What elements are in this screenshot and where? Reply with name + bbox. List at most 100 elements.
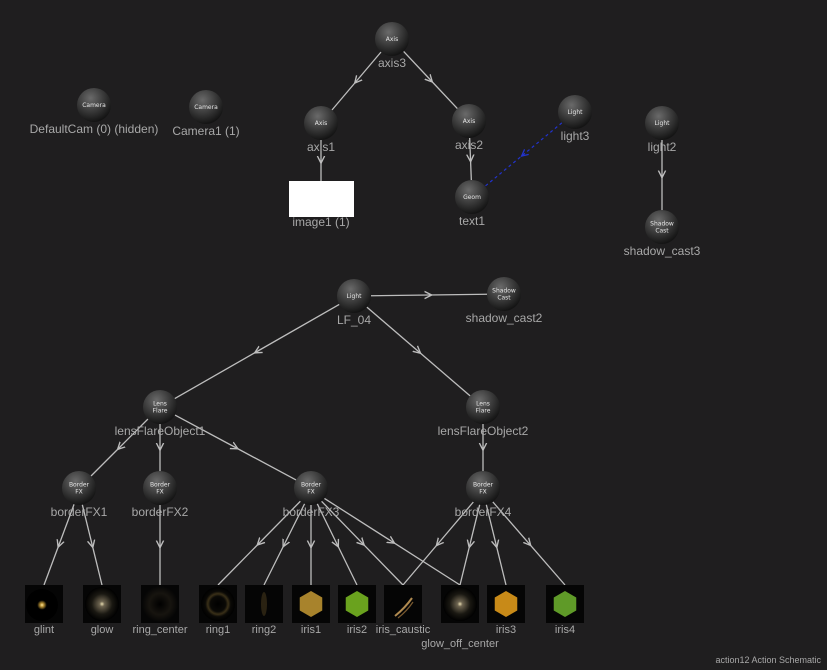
node-type-label: Shadow — [492, 288, 516, 295]
node-label: glint — [34, 624, 54, 636]
node-axis3[interactable]: Axis axis3 — [375, 22, 409, 70]
node-type-label: Light — [568, 109, 584, 116]
edge-light3-to-text1[interactable] — [484, 122, 563, 187]
node-glow_off_center[interactable]: glow_off_center — [421, 585, 499, 650]
edge-LF_04-to-shadow_cast2[interactable] — [370, 294, 488, 296]
node-axis2[interactable]: Axis axis2 — [452, 104, 486, 152]
node-label: shadow_cast2 — [466, 311, 543, 325]
node-light3[interactable]: Light light3 — [558, 95, 592, 143]
edge-axis3-to-axis2[interactable] — [403, 50, 458, 110]
ring-preview — [201, 587, 235, 621]
iris-hexagon-preview — [494, 591, 518, 617]
node-type-label: Axis — [386, 36, 398, 43]
node-ring2[interactable]: ring2 — [245, 585, 283, 636]
node-ring_center[interactable]: ring_center — [132, 585, 188, 636]
axis-node-icon — [304, 106, 338, 140]
node-type-label: Flare — [476, 408, 491, 415]
node-label: borderFX3 — [283, 505, 340, 519]
node-label: iris4 — [555, 624, 575, 636]
light-node-icon — [337, 279, 371, 313]
caustic-preview-inner — [397, 601, 414, 619]
edge-axis2-to-text1[interactable] — [470, 137, 472, 181]
border-node-icon — [466, 471, 500, 505]
node-iris1[interactable]: iris1 — [292, 585, 330, 636]
node-label: ring2 — [252, 624, 276, 636]
node-label: iris2 — [347, 624, 367, 636]
node-label: ring_center — [132, 624, 187, 636]
node-iris_caustic[interactable]: iris_caustic — [376, 585, 431, 636]
node-label: borderFX1 — [51, 505, 108, 519]
node-type-label: Axis — [463, 118, 475, 125]
node-glow[interactable]: glow — [83, 585, 121, 636]
node-type-label: Border — [69, 482, 90, 489]
node-label: text1 — [459, 214, 485, 228]
edge-lfo1-to-bfx1[interactable] — [90, 418, 149, 477]
ring2-preview — [261, 592, 267, 616]
node-label: borderFX2 — [132, 505, 189, 519]
node-label: iris1 — [301, 624, 321, 636]
edge-bfx4-to-iris3[interactable] — [485, 504, 507, 586]
camera-node-icon — [189, 90, 223, 124]
edge-bfx1-to-glint[interactable] — [43, 504, 75, 586]
edge-bfx3-to-iris2[interactable] — [316, 503, 358, 586]
node-type-label: Camera — [82, 102, 106, 109]
node-iris3[interactable]: iris3 — [487, 585, 525, 636]
node-label: glow_off_center — [421, 638, 499, 650]
edge-LF_04-to-lfo1[interactable] — [174, 303, 340, 400]
node-label: Camera1 (1) — [172, 124, 239, 138]
edge-bfx3-to-iris_caustic[interactable] — [321, 500, 404, 586]
edge-bfx1-to-glow[interactable] — [81, 504, 103, 586]
node-label: axis3 — [378, 56, 406, 70]
edge-lfo1-to-bfx3[interactable] — [174, 414, 297, 481]
node-image1[interactable]: image1 (1) — [289, 181, 354, 229]
edge-axis3-to-axis1[interactable] — [331, 51, 382, 111]
node-type-label: Cast — [497, 295, 511, 302]
iris-hexagon-preview — [553, 591, 577, 617]
node-label: lensFlareObject1 — [115, 424, 206, 438]
node-type-label: Light — [655, 120, 671, 127]
node-label: axis2 — [455, 138, 483, 152]
edge-bfx3-to-ring1[interactable] — [217, 500, 301, 586]
ring-center-preview — [142, 586, 178, 622]
geom-node-icon — [455, 180, 489, 214]
node-glint[interactable]: glint — [25, 585, 63, 636]
edge-bfx4-to-iris4[interactable] — [492, 501, 566, 586]
node-type-label: Axis — [315, 120, 327, 127]
node-label: image1 (1) — [292, 215, 349, 229]
node-ring1[interactable]: ring1 — [199, 585, 237, 636]
node-type-label: Lens — [476, 401, 490, 408]
edge-bfx3-to-ring2[interactable] — [263, 503, 306, 586]
node-text1[interactable]: Geom text1 — [455, 180, 489, 228]
node-type-label: Cast — [655, 228, 669, 235]
iris-hexagon-preview — [345, 591, 369, 617]
node-iris4[interactable]: iris4 — [546, 585, 584, 636]
node-type-label: Border — [150, 482, 171, 489]
edge-LF_04-to-lfo2[interactable] — [366, 306, 471, 397]
node-type-label: FX — [307, 489, 315, 496]
node-type-label: Geom — [463, 194, 481, 201]
node-label: light3 — [561, 129, 590, 143]
edge-bfx3-to-glow_off_center[interactable] — [324, 497, 461, 586]
node-label: iris3 — [496, 624, 516, 636]
node-type-label: Camera — [194, 104, 218, 111]
node-iris2[interactable]: iris2 — [338, 585, 376, 636]
edge-bfx4-to-iris_caustic[interactable] — [402, 501, 474, 586]
node-type-label: Flare — [153, 408, 168, 415]
edge-bfx4-to-glow_off_center[interactable] — [459, 504, 481, 586]
lens-node-icon — [143, 390, 177, 424]
